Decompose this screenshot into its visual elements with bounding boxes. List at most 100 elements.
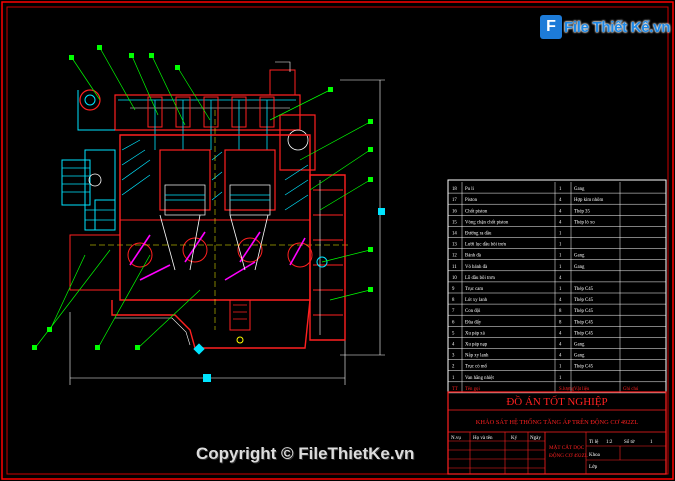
bom-qty: 1 [559, 254, 562, 259]
sheet-label: Số tờ [624, 440, 635, 445]
bom-material: Thép C45 [574, 320, 594, 325]
bom-name: Con đội [465, 309, 481, 314]
engine-section-view [32, 45, 385, 385]
logo-mark: F [540, 15, 562, 39]
bom-no: 6 [452, 320, 455, 325]
bom-material: Thép C45 [574, 298, 594, 303]
bom-no: 17 [452, 198, 457, 203]
bom-qty: 1 [559, 287, 562, 292]
bom-material: Gang [574, 265, 585, 270]
bom-material: Thép 35 [574, 209, 590, 214]
bom-no: 13 [452, 243, 457, 248]
bom-material: Gang [574, 343, 585, 348]
bom-qty: 4 [559, 276, 562, 281]
title-role-label: N.vụ [451, 436, 461, 441]
bom-qty: 1 [559, 243, 562, 248]
bom-qty: 8 [559, 320, 562, 325]
bom-no: 7 [452, 309, 455, 314]
bom-name: Lót xy lanh [465, 298, 488, 303]
bom-material: Thép C45 [574, 365, 594, 370]
bom-qty: 4 [559, 298, 562, 303]
bom-material: Thép C45 [574, 287, 594, 292]
dimension-lines [69, 79, 385, 385]
bom-note: Ghi chú [623, 387, 639, 392]
bom-qty: 1 [559, 187, 562, 192]
scale-value: 1:2 [606, 440, 613, 445]
bom-material: Gang [574, 187, 585, 192]
title-main: ĐỒ ÁN TỐT NGHIỆP [506, 395, 607, 408]
title-name-col: Họ và tên [473, 436, 493, 441]
logo-text: File Thiết Kế.vn [564, 18, 671, 36]
bom-qty: 1 [559, 365, 562, 370]
bom-name: Tên gọi [465, 387, 480, 392]
bom-no: 15 [452, 220, 457, 225]
bom-no: 10 [452, 276, 457, 281]
bom-no: 18 [452, 187, 457, 192]
title-subtitle: KHẢO SÁT HỆ THỐNG TĂNG ÁP TRÊN ĐỘNG CƠ 4… [476, 418, 639, 426]
bom-qty: 4 [559, 343, 562, 348]
bom-no: 16 [452, 209, 457, 214]
bom-no: 4 [452, 343, 455, 348]
bom-no: 9 [452, 287, 455, 292]
bom-material: Thép C45 [574, 309, 594, 314]
class-label: Khoa [589, 453, 601, 458]
bom-name: Trục cò mổ [465, 364, 488, 370]
bom-qty: 1 [559, 232, 562, 237]
scale-label: Tỉ lệ [589, 440, 599, 445]
bom-material: Hợp kim nhôm [574, 198, 603, 203]
bom-qty: 4 [559, 198, 562, 203]
bom-name: Vỏ bánh đà [465, 265, 488, 270]
bom-no: 5 [452, 331, 455, 336]
bom-name: Xu páp nạp [465, 343, 488, 348]
bom-qty: 8 [559, 309, 562, 314]
bom-no: 1 [452, 376, 455, 381]
bom-material: Thép lò xo [574, 220, 595, 225]
bom-name: Van hằng nhiệt [465, 375, 494, 381]
leader-endpoints [32, 45, 373, 350]
bom-name: Chốt piston [465, 209, 488, 214]
bom-qty: 1 [559, 265, 562, 270]
bom-qty: S.lượng [559, 387, 575, 392]
bom-no: TT [452, 387, 458, 392]
bom-qty: 4 [559, 209, 562, 214]
bom-name: Trục cam [465, 287, 483, 292]
bom-material: Vật liệu [574, 387, 590, 392]
dim-marker [378, 208, 385, 215]
bom-material: Gang [574, 354, 585, 359]
sheet-value: 1 [650, 440, 653, 445]
bom-material: Thép C45 [574, 331, 594, 336]
bom-no: 12 [452, 254, 457, 259]
bom-name: Vòng chặn chốt piston [465, 220, 509, 225]
bom-no: 14 [452, 232, 457, 237]
title-block: ĐỒ ÁN TỐT NGHIỆP KHẢO SÁT HỆ THỐNG TĂNG … [447, 391, 667, 475]
bom-name: Xu páp xả [465, 331, 486, 336]
bom-no: 3 [452, 354, 455, 359]
bom-qty: 1 [559, 376, 562, 381]
bom-name: Lưới lọc dầu bôi trơn [465, 243, 507, 248]
bom-qty: 4 [559, 354, 562, 359]
site-logo[interactable]: F File Thiết Kế.vn [540, 14, 670, 40]
bom-no: 8 [452, 298, 455, 303]
bom-name: Bánh đà [465, 254, 482, 259]
bom-qty: 4 [559, 331, 562, 336]
bom-no: 2 [452, 365, 455, 370]
bom-name: Đũa đẩy [465, 319, 482, 325]
bom-no: 11 [452, 265, 457, 270]
bom-qty: 4 [559, 220, 562, 225]
bom-name: Piston [465, 198, 478, 203]
dim-marker [203, 374, 211, 382]
title-footer: Lớp [589, 465, 598, 470]
bom-name: Đường ra dầu [465, 232, 492, 237]
title-sign-col: Ký [511, 436, 518, 441]
title-date-col: Ngày [530, 436, 541, 441]
copyright-watermark: Copyright © FileThietKe.vn [196, 444, 415, 463]
bom-material: Gang [574, 254, 585, 259]
inner-frame [6, 6, 669, 475]
bom-name: Lỗ dầu bôi trơn [465, 275, 495, 281]
bom-name: Pu li [465, 187, 475, 192]
